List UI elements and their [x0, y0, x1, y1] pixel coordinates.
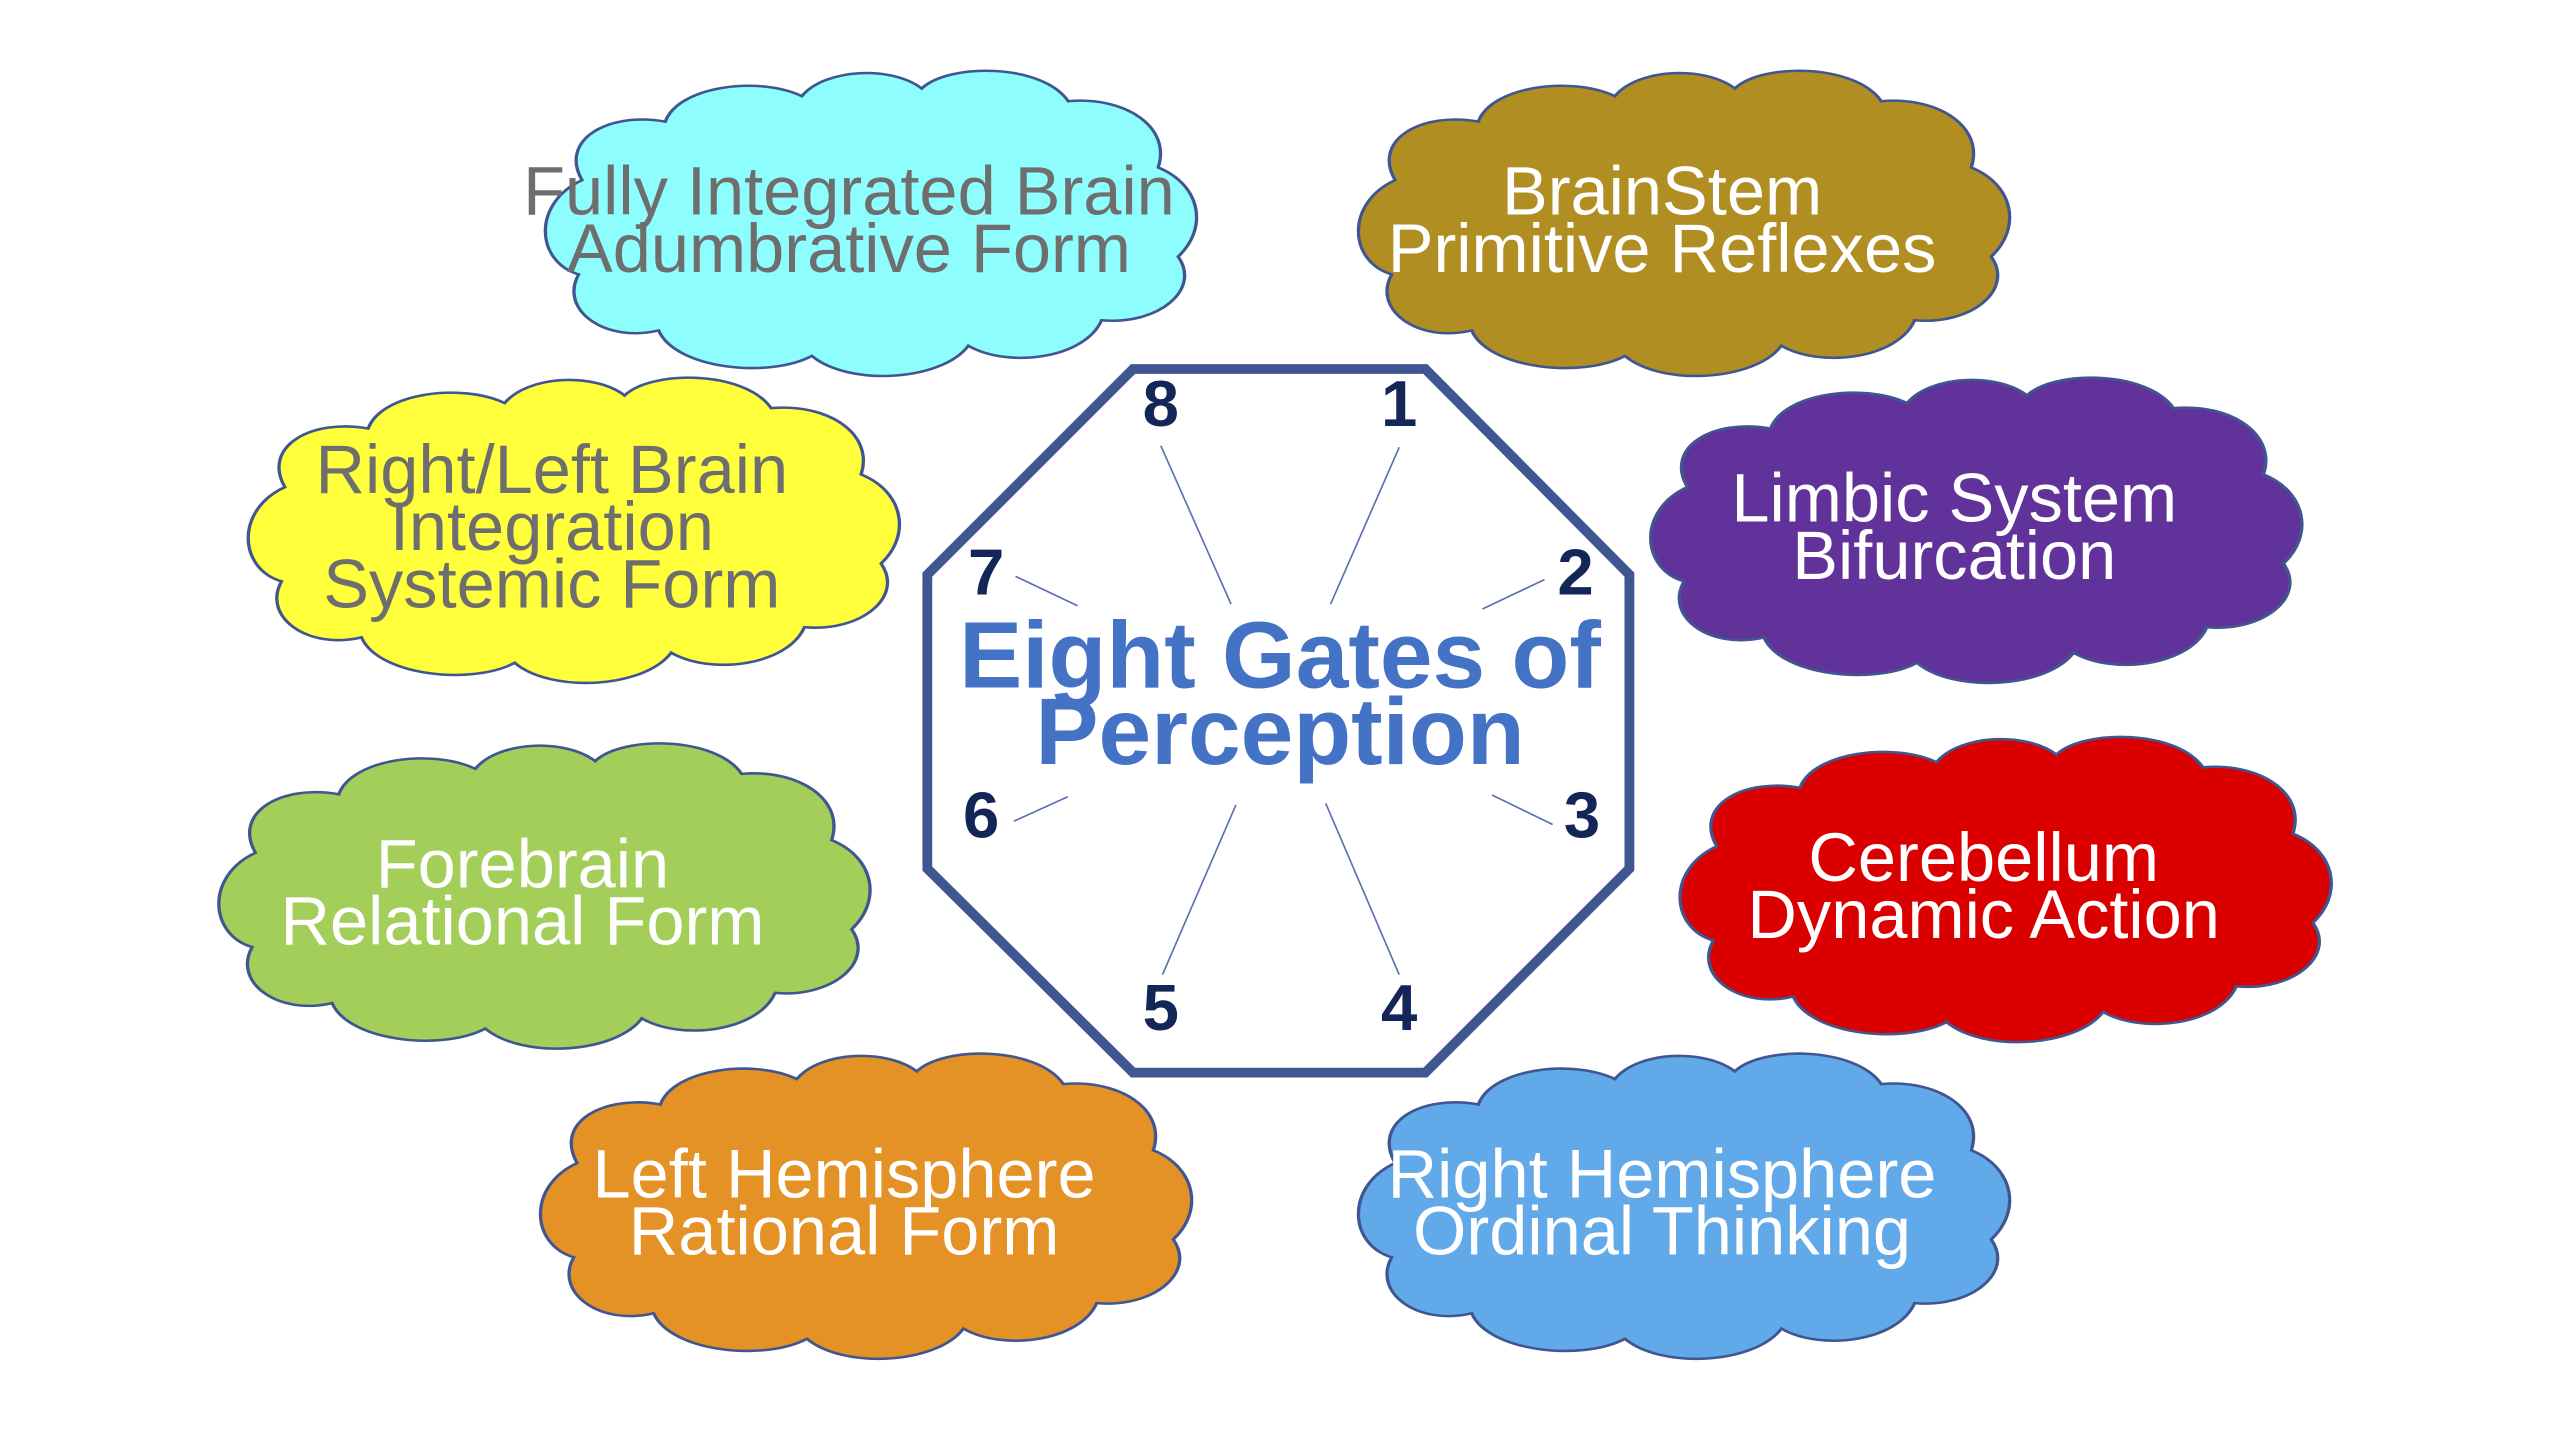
- diagram-title-line-2: Perception: [1035, 679, 1524, 785]
- center-octagon: 1 2 3 4 5 6 7 8 Eight Gates of Perceptio…: [922, 364, 1635, 1078]
- spoke-1: [1329, 447, 1400, 605]
- spoke-5: [1161, 804, 1237, 976]
- spoke-7: [1015, 575, 1078, 607]
- cloud-label-line: Left Hemisphere: [593, 1136, 1096, 1213]
- cloud-label-line: Right Hemisphere: [1388, 1136, 1937, 1213]
- cloud-label-line: Relational Form: [280, 882, 764, 959]
- cloud-label-line: Fully Integrated Brain: [523, 153, 1175, 230]
- cloud-label-line: BrainStem: [1502, 153, 1822, 230]
- spokes: [1013, 445, 1554, 976]
- cloud-label-line: Primitive Reflexes: [1388, 210, 1937, 287]
- cloud-label-line: Dynamic Action: [1747, 876, 2220, 953]
- gate-number-8: 8: [1143, 367, 1179, 440]
- gate-number-7: 7: [968, 535, 1004, 608]
- gate-number-3: 3: [1564, 779, 1600, 852]
- gate-number-1: 1: [1381, 367, 1417, 440]
- cloud-label-line: Ordinal Thinking: [1413, 1193, 1911, 1270]
- diagram-title-line-1: Eight Gates of: [959, 602, 1601, 708]
- spoke-3: [1491, 794, 1554, 826]
- cloud-label-line: Systemic Form: [323, 545, 780, 622]
- cloud-label-line: Adumbrative Form: [567, 210, 1131, 287]
- spoke-6: [1013, 795, 1069, 822]
- cloud-label-line: Integration: [390, 488, 714, 565]
- spoke-8: [1160, 445, 1232, 605]
- spoke-2: [1482, 578, 1545, 610]
- gate-numbers: 1 2 3 4 5 6 7 8: [963, 367, 1600, 1044]
- gate-number-6: 6: [963, 779, 999, 852]
- cloud-label-line: Limbic System: [1731, 460, 2177, 537]
- spoke-4: [1324, 802, 1400, 976]
- octagon-frame: [922, 364, 1635, 1078]
- cloud-label-line: Cerebellum: [1808, 819, 2159, 896]
- gate-number-5: 5: [1143, 971, 1179, 1044]
- gate-number-4: 4: [1381, 971, 1417, 1044]
- gate-number-2: 2: [1557, 535, 1593, 608]
- cloud-label-line: Forebrain: [376, 825, 669, 902]
- cloud-label-line: Rational Form: [629, 1193, 1060, 1270]
- cloud-label-line: Right/Left Brain: [316, 431, 789, 508]
- cloud-label-line: Bifurcation: [1792, 517, 2116, 594]
